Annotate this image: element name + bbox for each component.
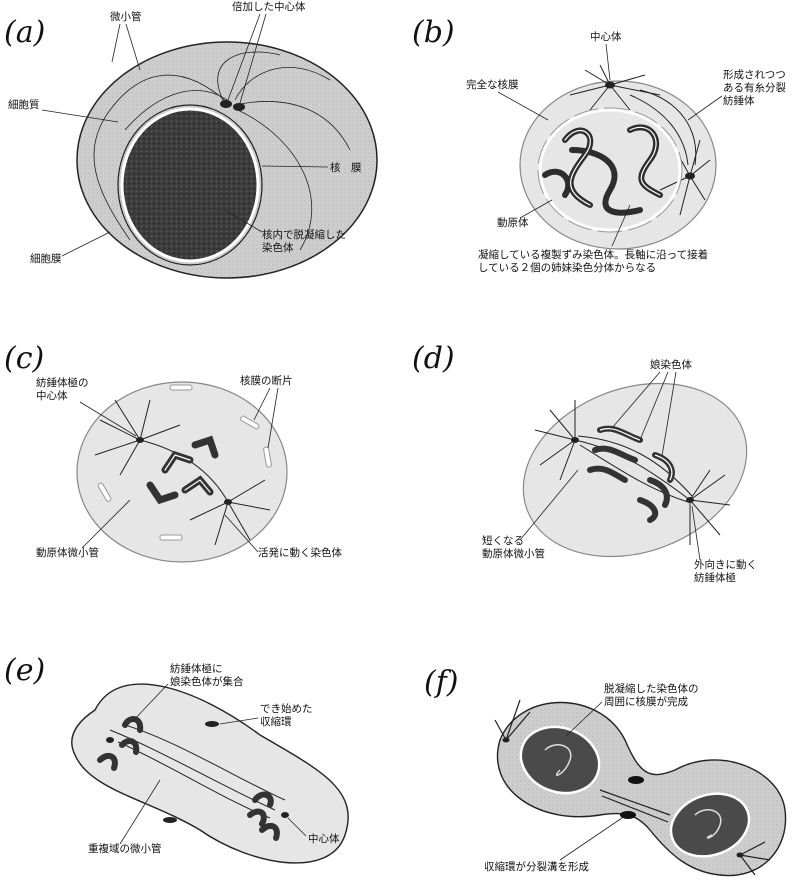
panel-d: (d) 娘染 <box>412 341 771 586</box>
centrosome-dot <box>281 812 289 818</box>
panel-d-label: (d) <box>412 341 455 376</box>
label-shortening-microtubules-1: 短くなる <box>482 534 524 547</box>
label-intact-nuclear-envelope: 完全な核膜 <box>466 78 519 91</box>
cell-f <box>495 700 786 876</box>
label-gather-2: 娘染色体が集合 <box>170 675 244 688</box>
contractile-ring-dot <box>163 817 177 823</box>
label-forming-spindle-1: 形成されつつ <box>723 69 786 81</box>
contractile-ring-dot <box>628 776 644 784</box>
centrosome-dot <box>686 497 694 503</box>
label-envelope-complete-2: 周囲に核膜が完成 <box>604 695 688 708</box>
label-kinetochore-microtubule: 動原体微小管 <box>36 546 99 559</box>
label-outward-poles-2: 紡錘体極 <box>694 571 736 584</box>
nucleus <box>122 109 258 261</box>
label-gather-1: 紡錘体極に <box>170 662 223 675</box>
centrosome-dot <box>106 737 114 743</box>
label-decondensed-chromosome-2: 染色体 <box>262 241 294 254</box>
panel-f-label: (f) <box>424 665 459 700</box>
label-envelope-fragments: 核膜の断片 <box>240 374 293 387</box>
panel-e-label: (e) <box>4 653 45 688</box>
centrosome-dot <box>685 173 695 180</box>
cell-a <box>77 42 377 278</box>
label-nuclear-envelope: 核 膜 <box>330 161 362 174</box>
label-kinetochore: 動原体 <box>497 216 529 229</box>
centrosome-dot <box>571 437 579 443</box>
label-overlap-microtubules: 重複域の微小管 <box>88 842 162 855</box>
label-condensed-chromosome-1: 凝縮している複製ずみ染色体。長軸に沿って接着 <box>478 248 708 261</box>
label-shortening-microtubules-2: 動原体微小管 <box>482 547 545 560</box>
panel-a: (a) 微小管 倍加した中心体 細胞質 核 膜 核内で脱凝縮した 染色体 <box>4 0 377 278</box>
label-duplicated-centrosome: 倍加した中心体 <box>232 0 306 13</box>
label-outward-poles-1: 外向きに動く <box>694 558 757 571</box>
centrosome-dot <box>233 103 245 111</box>
cell-b <box>520 65 716 249</box>
panel-a-label: (a) <box>4 15 45 50</box>
panel-b: (b) <box>412 15 786 274</box>
panel-f: (f) 脱凝縮した染色体の 周囲に核膜が完成 収 <box>424 665 786 876</box>
label-spindle-pole-1: 紡錘体極の <box>36 376 89 389</box>
label-cytoplasm: 細胞質 <box>8 98 40 111</box>
label-forming-ring-2: 収縮環 <box>260 715 292 728</box>
label-forming-spindle-3: 紡錘体 <box>723 94 755 107</box>
label-microtubule: 微小管 <box>110 10 142 23</box>
label-envelope-complete-1: 脱凝縮した染色体の <box>604 682 699 695</box>
label-forming-ring-1: でき始めた <box>260 702 313 715</box>
contractile-ring-dot <box>620 811 636 819</box>
label-centrosome: 中心体 <box>590 30 622 43</box>
centrosome-dot <box>136 437 144 443</box>
label-spindle-pole-2: 中心体 <box>36 389 68 402</box>
label-daughter-chromosomes: 娘染色体 <box>650 358 692 371</box>
centrosome-dot <box>737 853 744 858</box>
label-centrosome-e: 中心体 <box>308 832 340 845</box>
label-condensed-chromosome-2: している２個の姉妹染色分体からなる <box>478 261 656 274</box>
centrosome-dot <box>220 100 232 108</box>
contractile-ring-dot <box>205 721 219 727</box>
label-cleavage-furrow: 収縮環が分裂溝を形成 <box>484 860 589 873</box>
cell-c <box>77 382 287 562</box>
label-decondensed-chromosome-1: 核内で脱凝縮した <box>262 228 346 241</box>
label-active-chromosome: 活発に動く染色体 <box>258 546 342 559</box>
panel-c-label: (c) <box>4 341 44 376</box>
label-forming-spindle-2: ある有糸分裂 <box>723 81 786 94</box>
panel-b-label: (b) <box>412 15 455 50</box>
centrosome-dot <box>224 499 232 505</box>
label-plasma-membrane: 細胞膜 <box>30 252 62 265</box>
panel-c: (c) <box>4 341 342 562</box>
panel-e: (e) 紡錘体極に 娘染色体が集合 <box>4 653 348 863</box>
centrosome-dot <box>605 82 615 89</box>
centrosome-dot <box>503 738 510 743</box>
